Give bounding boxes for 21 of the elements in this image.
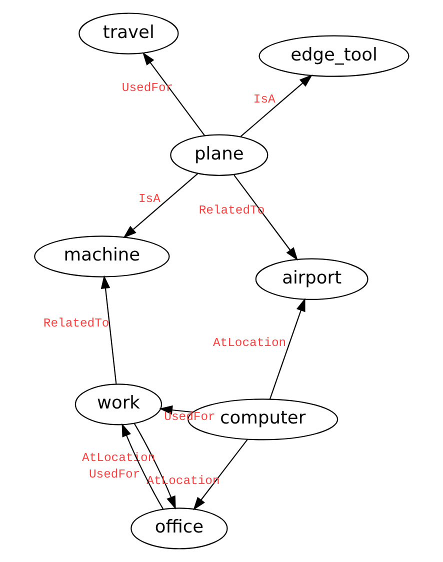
arrow [100, 275, 117, 384]
node-ellipse: edge_tool [258, 35, 410, 77]
arrow [134, 423, 176, 510]
edge-label: RelatedTo [43, 316, 110, 331]
arrow [269, 298, 306, 400]
arrow [123, 173, 198, 238]
arrow [122, 423, 164, 510]
node-ellipse: work [74, 384, 162, 426]
arrow [234, 174, 298, 261]
edge-label: UsedFor [88, 468, 140, 482]
edge-label: IsA [253, 92, 276, 107]
node-ellipse: machine [34, 236, 170, 278]
arrow [142, 52, 206, 136]
arrow [240, 74, 313, 137]
edge-label: AtLocation [212, 336, 286, 350]
node-ellipse: airport [255, 258, 368, 300]
node-ellipse: plane [170, 134, 268, 176]
node-ellipse: office [130, 508, 228, 550]
arrow [193, 439, 248, 510]
node-ellipse: travel [78, 12, 179, 54]
edge-label: IsA [138, 192, 160, 206]
